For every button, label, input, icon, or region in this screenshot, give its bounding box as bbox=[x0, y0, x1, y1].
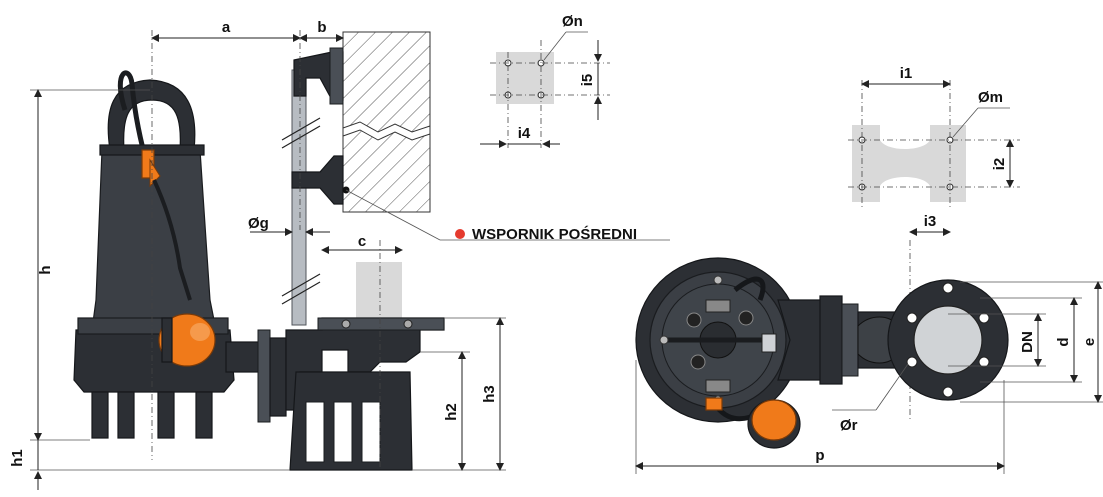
callout-marker bbox=[455, 229, 465, 239]
label-r: Ør bbox=[840, 417, 858, 434]
label-i3: i3 bbox=[924, 213, 937, 230]
upper-bracket bbox=[293, 47, 344, 105]
dim-a: a bbox=[151, 19, 301, 42]
guide-rail-pipe bbox=[281, 69, 321, 326]
label-h3: h3 bbox=[481, 385, 498, 403]
label-i5: i5 bbox=[579, 74, 596, 87]
bracket-template-small: i5 i4 Øn bbox=[480, 13, 610, 148]
pump-body bbox=[73, 70, 287, 439]
wall-section bbox=[342, 31, 431, 213]
side-elevation-view: a b Øg c WSPORNIK POŚREDNI bbox=[9, 19, 670, 490]
label-m: Øm bbox=[978, 89, 1003, 106]
dim-h3: h3 bbox=[444, 317, 506, 471]
label-i4: i4 bbox=[518, 125, 531, 142]
label-i1: i1 bbox=[900, 65, 913, 82]
dim-c: c bbox=[321, 233, 403, 254]
dim-b: b bbox=[299, 19, 344, 42]
label-h: h bbox=[37, 265, 54, 274]
label-n: Øn bbox=[562, 13, 583, 30]
label-c: c bbox=[358, 233, 366, 250]
label-b: b bbox=[317, 19, 326, 36]
dim-h1: h1 bbox=[9, 440, 290, 490]
label-e: e bbox=[1081, 338, 1098, 346]
dim-g: Øg bbox=[248, 215, 330, 236]
label-i2: i2 bbox=[991, 158, 1008, 171]
label-h1: h1 bbox=[9, 449, 26, 467]
label-d: d bbox=[1055, 337, 1072, 346]
dim-h: h bbox=[30, 89, 150, 441]
label-a: a bbox=[222, 19, 231, 36]
callout-text: WSPORNIK POŚREDNI bbox=[472, 225, 637, 243]
intermediate-bracket-callout: WSPORNIK POŚREDNI bbox=[345, 189, 670, 243]
base-template-large: i1 i2 i3 Øm bbox=[848, 65, 1020, 236]
dim-h2: h2 bbox=[412, 351, 470, 471]
label-p: p bbox=[815, 447, 824, 464]
label-g: Øg bbox=[248, 215, 269, 232]
top-plan-view: DN d e Ør p bbox=[635, 240, 1103, 474]
label-DN: DN bbox=[1019, 331, 1036, 353]
duckfoot-bend bbox=[285, 262, 445, 471]
label-h2: h2 bbox=[443, 403, 460, 421]
